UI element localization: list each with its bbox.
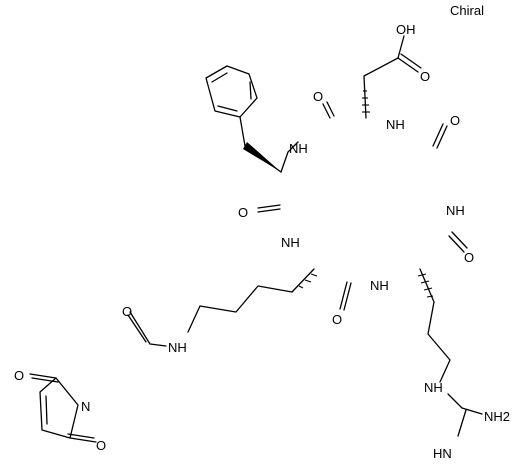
phe-carbonyl-2 — [326, 101, 335, 117]
atom-nh-phe: NH — [289, 141, 308, 156]
linker-chain — [129, 311, 167, 347]
atom-nh-asp: NH — [386, 117, 405, 132]
arg-carbonyl — [448, 235, 465, 253]
phe-co-lower — [257, 208, 281, 213]
atom-nh-guanidine: NH — [424, 380, 443, 395]
atom-nh2: NH2 — [484, 409, 510, 424]
phenyl-inner-bonds — [211, 72, 252, 112]
guanidine — [447, 393, 483, 415]
asp-side-chain — [363, 57, 399, 119]
phe-carbonyl — [322, 103, 331, 119]
phe-co-lower-2 — [257, 204, 281, 209]
atom-amide-o: O — [122, 304, 132, 319]
arg-carbonyl-2 — [451, 231, 468, 249]
lys-carbonyl-2 — [339, 281, 348, 310]
atom-label-layer: OH O O O O O O O O O NH NH NH NH NH NH N… — [14, 22, 510, 461]
hash-lys — [298, 273, 318, 289]
atom-phe-co-o: O — [313, 89, 323, 104]
atom-gly-co-o: O — [450, 113, 460, 128]
acid-co-bond-2 — [400, 53, 422, 69]
lys-carbonyl — [343, 282, 352, 311]
phenyl-ring — [205, 65, 258, 118]
arg-side-chain — [419, 268, 451, 383]
atom-nh-lys: NH — [281, 235, 300, 250]
atom-nh-gly: NH — [446, 203, 465, 218]
atom-hn-imine: HN — [433, 446, 452, 461]
maleimide-bottom-co-2 — [67, 433, 95, 439]
acid-co-bond — [397, 57, 419, 73]
maleimide-top-co-2 — [31, 377, 59, 383]
hash-asp — [362, 90, 370, 113]
bond-layer — [29, 35, 483, 443]
guanidine-double — [457, 409, 467, 437]
atom-maleimide-o-bottom: O — [96, 438, 106, 453]
amide-carbonyl — [127, 314, 147, 343]
hash-arg — [417, 273, 434, 298]
atom-n-maleimide: N — [81, 399, 90, 414]
maleimide-top-co — [29, 373, 57, 379]
atom-lys-co-o: O — [332, 312, 342, 327]
atom-nh-arg: NH — [370, 278, 389, 293]
wedge-phe — [243, 142, 281, 172]
atom-arg-co-o: O — [464, 250, 474, 265]
maleimide-double — [45, 395, 48, 425]
macrocycle-backbone — [280, 141, 299, 173]
gly-carbonyl-2 — [432, 123, 444, 147]
maleimide-bottom-co — [69, 437, 97, 443]
maleimide-ring — [39, 377, 79, 439]
atom-maleimide-o-top: O — [14, 368, 24, 383]
atom-phe-lower-o: O — [238, 205, 248, 220]
atom-oh: OH — [396, 22, 416, 37]
atom-acid-o: O — [420, 69, 430, 84]
lys-side-chain — [187, 268, 315, 333]
acid-oh-bond — [397, 35, 405, 59]
atom-nh-linker: NH — [168, 340, 187, 355]
gly-carbonyl — [436, 125, 448, 149]
chiral-label: Chiral — [450, 3, 484, 18]
